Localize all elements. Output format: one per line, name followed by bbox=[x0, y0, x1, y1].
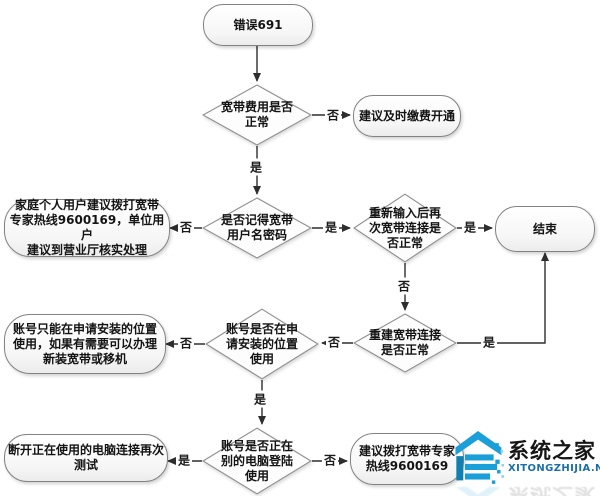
node-start: 错误691 bbox=[203, 4, 313, 46]
node-call-hotline: 建议拨打宽带专家 热线9600169 bbox=[350, 433, 464, 485]
edge-label-othercomputer-no: 否 bbox=[321, 451, 339, 469]
node-pay-notice-label: 建议及时缴费开通 bbox=[358, 108, 455, 123]
diamond-shape bbox=[353, 193, 457, 263]
node-location-notice: 账号只能在申请安装的位置 使用，如果有需要可以办理 新装宽带或移机 bbox=[4, 314, 166, 374]
node-end: 结束 bbox=[495, 206, 595, 252]
node-q-location-label: 账号是否在申 请安装的位置 使用 bbox=[225, 321, 298, 366]
node-disconnect-notice-label: 断开正在使用的电脑连接再次 测试 bbox=[7, 443, 164, 472]
edge-label-fee-no: 否 bbox=[324, 106, 342, 124]
node-q-other-computer: 账号是否正在 别的电脑登陆 使用 bbox=[202, 427, 312, 495]
logo-site-domain: XITONGZHIJIA.NET bbox=[508, 463, 600, 474]
diamond-shape bbox=[202, 427, 312, 495]
node-q-location: 账号是否在申 请安装的位置 使用 bbox=[205, 308, 319, 380]
node-end-label: 结束 bbox=[532, 221, 557, 236]
edge-label-rebuild-yes: 是 bbox=[480, 333, 498, 351]
node-pay-notice: 建议及时缴费开通 bbox=[353, 95, 461, 137]
edge-label-fee-yes: 是 bbox=[247, 158, 265, 176]
diamond-shape bbox=[353, 313, 457, 373]
node-q-other-computer-label: 账号是否正在 别的电脑登陆 使用 bbox=[220, 438, 293, 483]
edge-label-othercomputer-yes: 是 bbox=[175, 451, 193, 469]
edge-label-reconnect-no: 否 bbox=[395, 277, 413, 295]
diamond-shape bbox=[205, 308, 319, 380]
edge-label-password-no: 否 bbox=[177, 218, 195, 236]
node-q-password-label: 是否记得宽带 用户名密码 bbox=[220, 213, 293, 242]
edge-label-rebuild-no: 否 bbox=[325, 333, 343, 351]
diamond-shape bbox=[202, 197, 312, 259]
node-location-notice-label: 账号只能在申请安装的位置 使用，如果有需要可以办理 新装宽带或移机 bbox=[12, 321, 157, 366]
node-q-reconnect-label: 重新输入后再 次宽带连接是 否正常 bbox=[368, 205, 441, 250]
edge-label-location-no: 否 bbox=[177, 334, 195, 352]
node-q-reconnect: 重新输入后再 次宽带连接是 否正常 bbox=[353, 193, 457, 263]
site-logo: 系统之家 XITONGZHIJIA.NET bbox=[452, 424, 600, 490]
edge-label-password-yes: 是 bbox=[322, 218, 340, 236]
node-start-label: 错误691 bbox=[233, 17, 283, 32]
edge-label-reconnect-yes: 是 bbox=[461, 218, 479, 236]
node-expert-hotline-info: 家庭个人用户建议拨打宽带 专家热线9600169，单位用户 建议到营业厅核实处理 bbox=[4, 198, 170, 257]
node-q-password: 是否记得宽带 用户名密码 bbox=[202, 197, 312, 259]
logo-text: 系统之家 XITONGZHIJIA.NET bbox=[508, 439, 600, 475]
diamond-shape bbox=[202, 84, 312, 146]
node-q-rebuild: 重建宽带连接 是否正常 bbox=[353, 313, 457, 373]
logo-site-name: 系统之家 bbox=[508, 439, 596, 463]
node-disconnect-notice: 断开正在使用的电脑连接再次 测试 bbox=[4, 434, 168, 482]
node-q-fee-label: 宽带费用是否 正常 bbox=[220, 100, 293, 129]
node-call-hotline-label: 建议拨打宽带专家 热线9600169 bbox=[358, 444, 455, 473]
edge-label-location-yes: 是 bbox=[251, 390, 269, 408]
node-q-fee: 宽带费用是否 正常 bbox=[202, 84, 312, 146]
pixel-house-icon bbox=[455, 431, 504, 484]
node-expert-hotline-info-label: 家庭个人用户建议拨打宽带 专家热线9600169，单位用户 建议到营业厅核实处理 bbox=[9, 198, 165, 257]
node-q-rebuild-label: 重建宽带连接 是否正常 bbox=[368, 328, 441, 357]
pixel-house-icon-reflection bbox=[455, 487, 502, 496]
logo-reflection: 系统之家 bbox=[452, 487, 600, 496]
